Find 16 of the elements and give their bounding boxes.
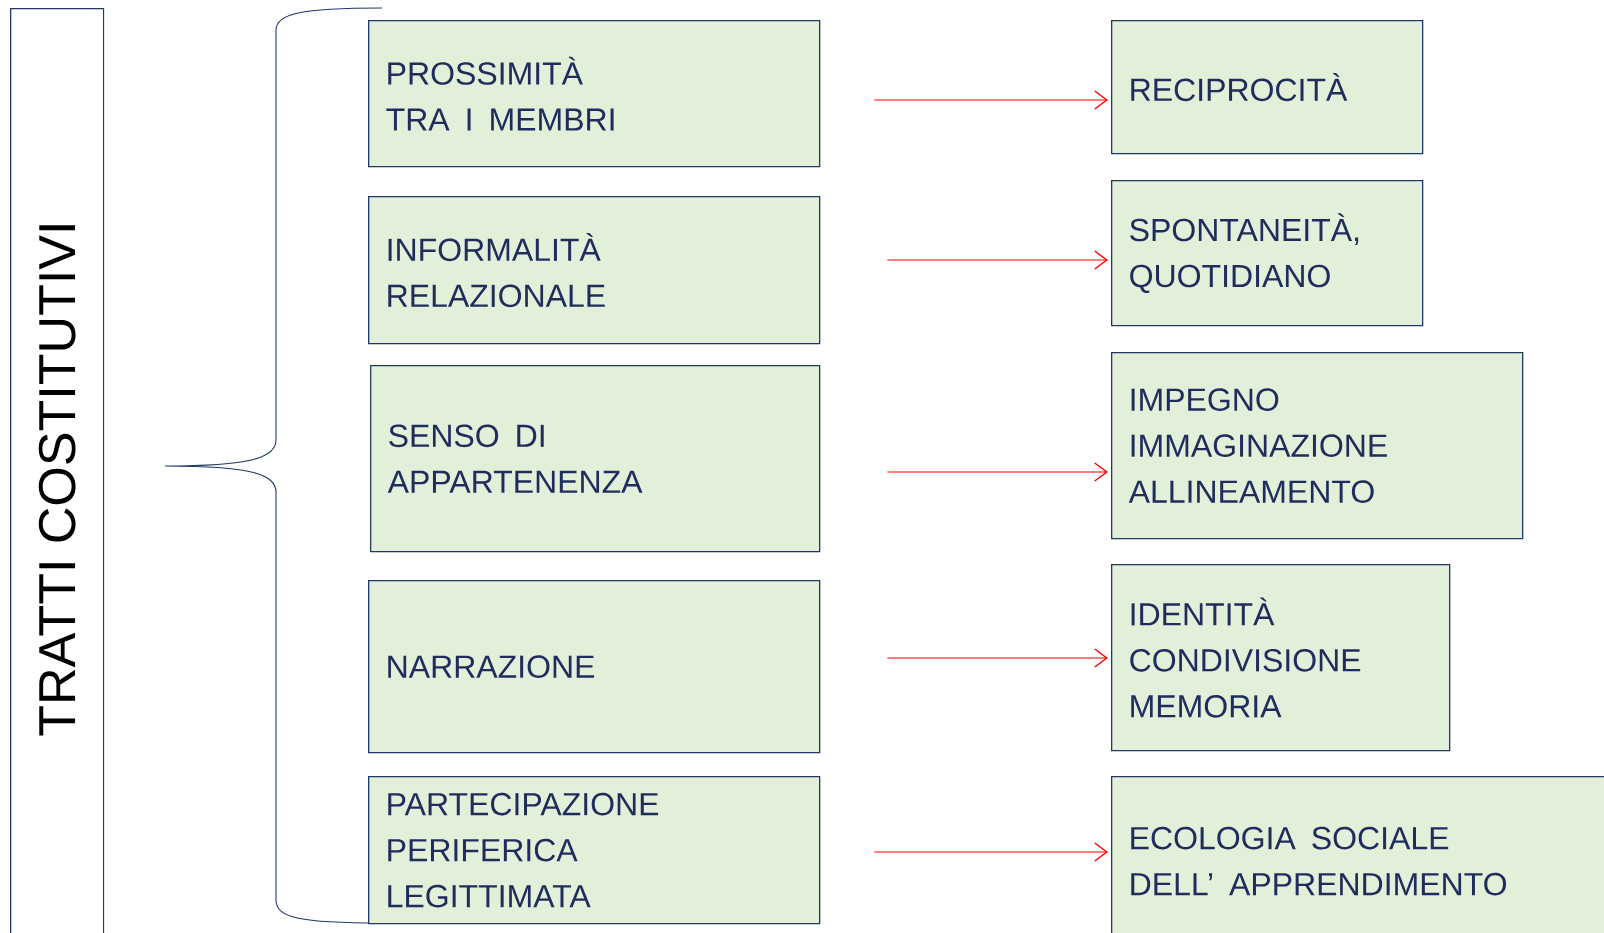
trait-box: SPONTANEITÀ, QUOTIDIANO [1111,180,1424,327]
arrow [873,90,1108,110]
trait-box: RECIPROCITÀ [1111,20,1424,155]
arrow [873,842,1108,862]
trait-box: SENSO DI APPARTENENZA [370,365,821,553]
trait-box: ECOLOGIA SOCIALE DELL’ APPRENDIMENTO [1111,776,1604,933]
trait-box: IMPEGNO IMMAGINAZIONE ALLINEAMENTO [1111,352,1524,540]
arrow [886,648,1108,668]
trait-box: PARTECIPAZIONE PERIFERICA LEGITTIMATA [368,776,821,925]
arrow [886,250,1108,270]
trait-box: NARRAZIONE [368,580,821,754]
arrow [886,462,1108,482]
trait-box: PROSSIMITÀ TRA I MEMBRI [368,20,821,168]
trait-box: INFORMALITÀ RELAZIONALE [368,196,821,345]
title-box: TRATTI COSTITUTIVI [10,8,105,933]
trait-box: IDENTITÀ CONDIVISIONE MEMORIA [1111,564,1451,752]
